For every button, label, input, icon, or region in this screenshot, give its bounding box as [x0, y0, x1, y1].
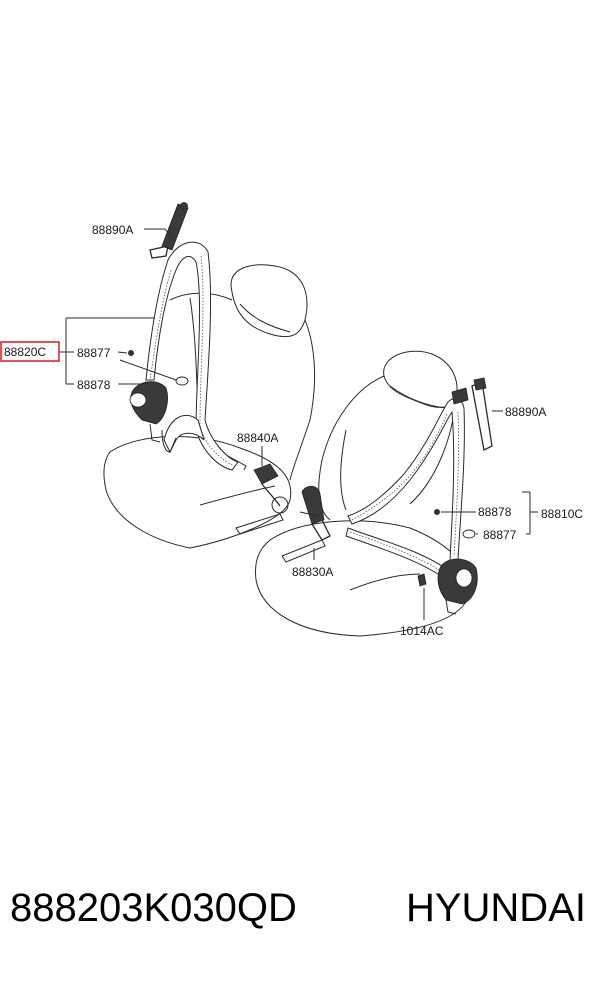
label-88878-left: 88878 [77, 378, 111, 392]
right-seat [255, 350, 471, 637]
right-retractor [437, 558, 478, 615]
part-number: 888203K030QD [10, 886, 297, 930]
label-88890a-right: 88890A [505, 405, 546, 419]
right-buckle [281, 485, 331, 563]
right-height-adjuster [451, 377, 493, 451]
highlight-box-88820c [0, 341, 60, 362]
left-retractor [129, 381, 177, 453]
label-88877-left: 88877 [77, 346, 111, 360]
brand-name: HYUNDAI [405, 886, 586, 930]
label-88830a: 88830A [292, 565, 333, 579]
label-88810c: 88810C [541, 507, 583, 521]
right-belt-webbing [345, 398, 465, 579]
label-88840a: 88840A [237, 431, 278, 445]
footer: 888203K030QD HYUNDAI [0, 880, 600, 950]
label-88890a-left: 88890A [92, 223, 133, 237]
label-1014ac: 1014AC [400, 624, 444, 638]
label-88878-right: 88878 [478, 505, 512, 519]
left-belt-webbing [145, 241, 239, 471]
left-cap-88878 [175, 376, 189, 386]
right-cap-88877 [462, 529, 476, 539]
left-bolt-88877 [128, 350, 134, 356]
label-88877-right: 88877 [483, 528, 517, 542]
left-buckle [227, 455, 289, 535]
right-bolt-1014AC [417, 573, 427, 587]
label-88820c: 88820C [4, 345, 46, 359]
leader-lines [60, 228, 538, 620]
right-bolt-88878 [434, 509, 440, 515]
